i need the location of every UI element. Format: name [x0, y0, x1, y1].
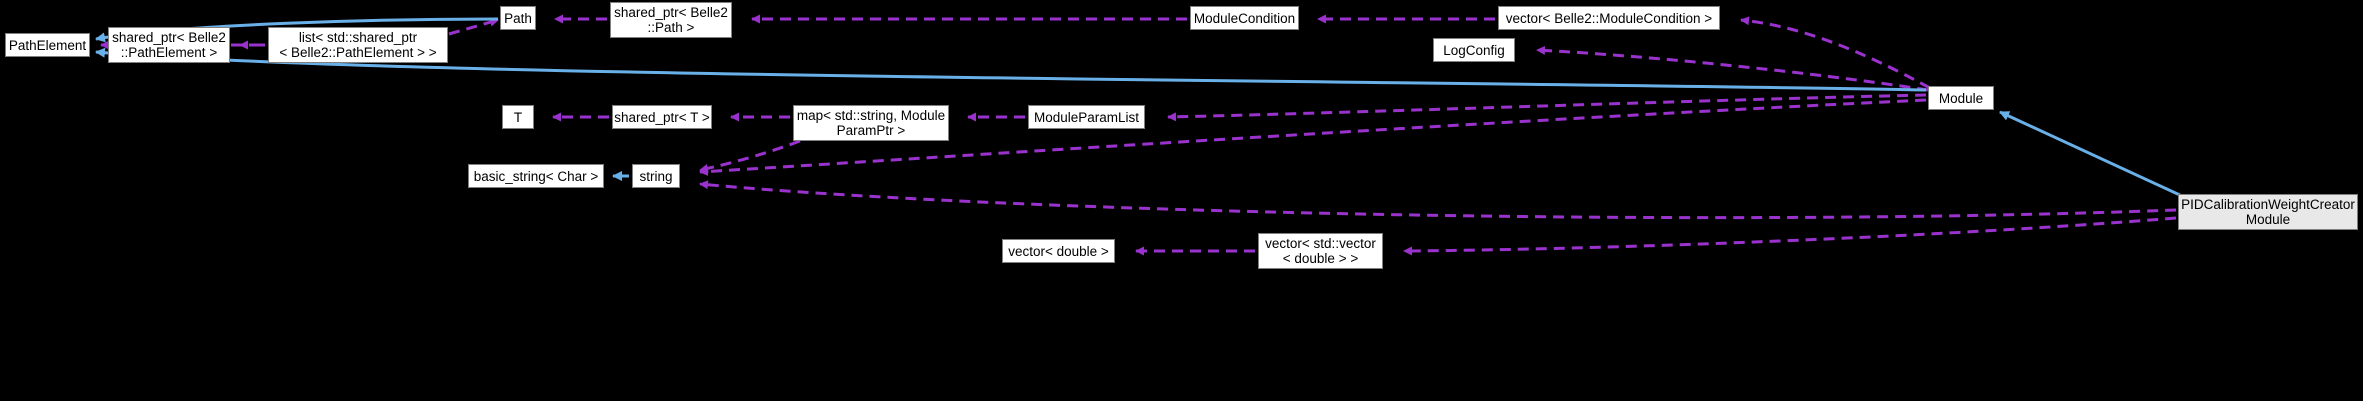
edge-module-to-logconfig [1536, 45, 1929, 92]
node-pidcalib[interactable]: PIDCalibrationWeightCreator Module [2178, 194, 2358, 230]
node-label-logconfig: LogConfig [1443, 42, 1505, 58]
node-label-map_module: map< std::string, Module ParamPtr > [796, 108, 946, 138]
edge-pidcalib-to-vecvecdouble [1403, 216, 2177, 256]
node-label-list_sp_pe: list< std::shared_ptr < Belle2::PathElem… [279, 30, 437, 60]
node-map_module[interactable]: map< std::string, Module ParamPtr > [793, 105, 949, 141]
edge-list-to-path [448, 17, 499, 36]
node-vec_double[interactable]: vector< double > [1002, 239, 1115, 263]
node-label-sp_t: shared_ptr< T > [614, 109, 710, 125]
node-pathelement[interactable]: PathElement [5, 33, 90, 57]
node-basic_string[interactable]: basic_string< Char > [468, 164, 604, 188]
node-label-string: string [639, 168, 673, 184]
node-sp_pathelement[interactable]: shared_ptr< Belle2 ::PathElement > [108, 27, 230, 63]
node-vec_modulecond[interactable]: vector< Belle2::ModuleCondition > [1498, 6, 1720, 30]
node-label-vec_modulecond: vector< Belle2::ModuleCondition > [1505, 10, 1713, 26]
node-label-module: Module [1938, 90, 1984, 106]
node-logconfig[interactable]: LogConfig [1433, 38, 1515, 62]
node-label-path: Path [504, 10, 532, 26]
node-label-sp_pathelement: shared_ptr< Belle2 ::PathElement > [112, 30, 226, 60]
edge-map-to-string [699, 139, 801, 173]
node-list_sp_pe[interactable]: list< std::shared_ptr < Belle2::PathElem… [268, 27, 448, 63]
node-label-pathelement: PathElement [8, 37, 87, 53]
node-string[interactable]: string [632, 164, 680, 188]
node-vec_vec_double[interactable]: vector< std::vector < double > > [1258, 233, 1383, 269]
node-label-pidcalib: PIDCalibrationWeightCreator Module [2181, 197, 2355, 227]
node-moduleparamlist[interactable]: ModuleParamList [1028, 105, 1145, 129]
node-label-t: T [513, 109, 523, 125]
node-sp_path[interactable]: shared_ptr< Belle2 ::Path > [610, 2, 732, 38]
node-label-moduleparamlist: ModuleParamList [1033, 109, 1140, 125]
node-sp_t[interactable]: shared_ptr< T > [612, 105, 712, 129]
node-t[interactable]: T [502, 105, 534, 129]
node-label-vec_vec_double: vector< std::vector < double > > [1265, 236, 1376, 266]
node-label-basic_string: basic_string< Char > [473, 168, 599, 184]
node-label-modulecondition: ModuleCondition [1193, 10, 1296, 26]
node-label-vec_double: vector< double > [1008, 243, 1109, 259]
edge-module-to-moduleparamlist [1167, 93, 1927, 122]
node-module[interactable]: Module [1928, 86, 1994, 110]
edge-module-to-vector-modulecondition [1740, 16, 1931, 90]
node-modulecondition[interactable]: ModuleCondition [1190, 6, 1299, 30]
node-path[interactable]: Path [500, 6, 536, 30]
node-label-sp_path: shared_ptr< Belle2 ::Path > [614, 5, 728, 35]
edge-pidcalib-inherits-module [1999, 110, 2183, 198]
edge-pidcalib-to-string [699, 180, 2177, 220]
